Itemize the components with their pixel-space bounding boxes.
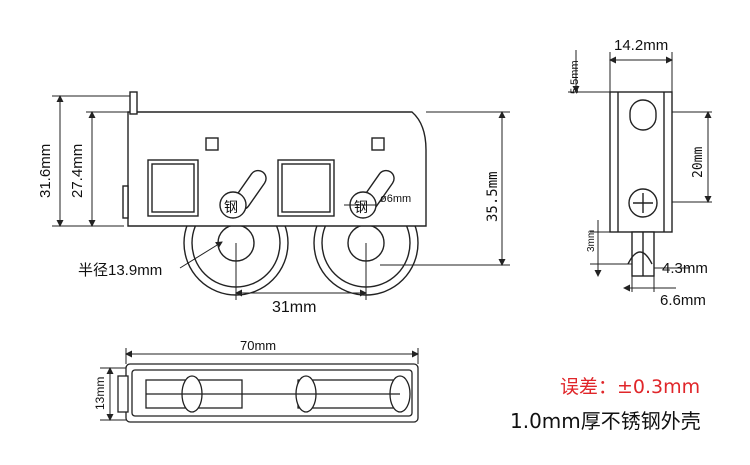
housing-plate xyxy=(127,111,427,227)
dim-27-4: 27.4mm xyxy=(69,144,86,198)
end-view xyxy=(609,91,673,277)
dim-20: 20mm xyxy=(691,147,706,178)
dim-4-3: 4.3mm xyxy=(662,260,708,277)
side-view xyxy=(122,91,427,296)
dim-31-6: 31.6mm xyxy=(37,144,54,198)
rivet-left xyxy=(219,191,247,219)
tolerance-note: 误差：±0.3mm xyxy=(560,376,701,398)
window-right xyxy=(277,159,335,217)
bottom-view-dimensions xyxy=(100,348,419,421)
dim-3: 3mm xyxy=(586,230,597,252)
material-note: 1.0mm厚不锈钢外壳 xyxy=(510,409,701,433)
side-view-dimensions xyxy=(52,95,510,300)
dim-14-2: 14.2mm xyxy=(614,37,668,54)
radius-label: 半径13.9mm xyxy=(78,262,162,279)
end-view-dimensions xyxy=(568,50,712,292)
dim-35-5: 35.5mm xyxy=(485,171,501,222)
end-slot xyxy=(629,99,657,131)
rivet-label-right: 钢 xyxy=(354,199,368,215)
dim-5-5: 5.5mm xyxy=(569,60,581,94)
dim-13: 13mm xyxy=(93,377,107,410)
window-left xyxy=(147,159,199,217)
dim-31: 31mm xyxy=(272,299,316,316)
dim-6-6: 6.6mm xyxy=(660,292,706,309)
rivet-label-left: 钢 xyxy=(224,199,238,215)
bottom-view xyxy=(117,363,419,423)
pin-label: ø6mm xyxy=(380,193,411,205)
dim-70: 70mm xyxy=(240,338,276,353)
